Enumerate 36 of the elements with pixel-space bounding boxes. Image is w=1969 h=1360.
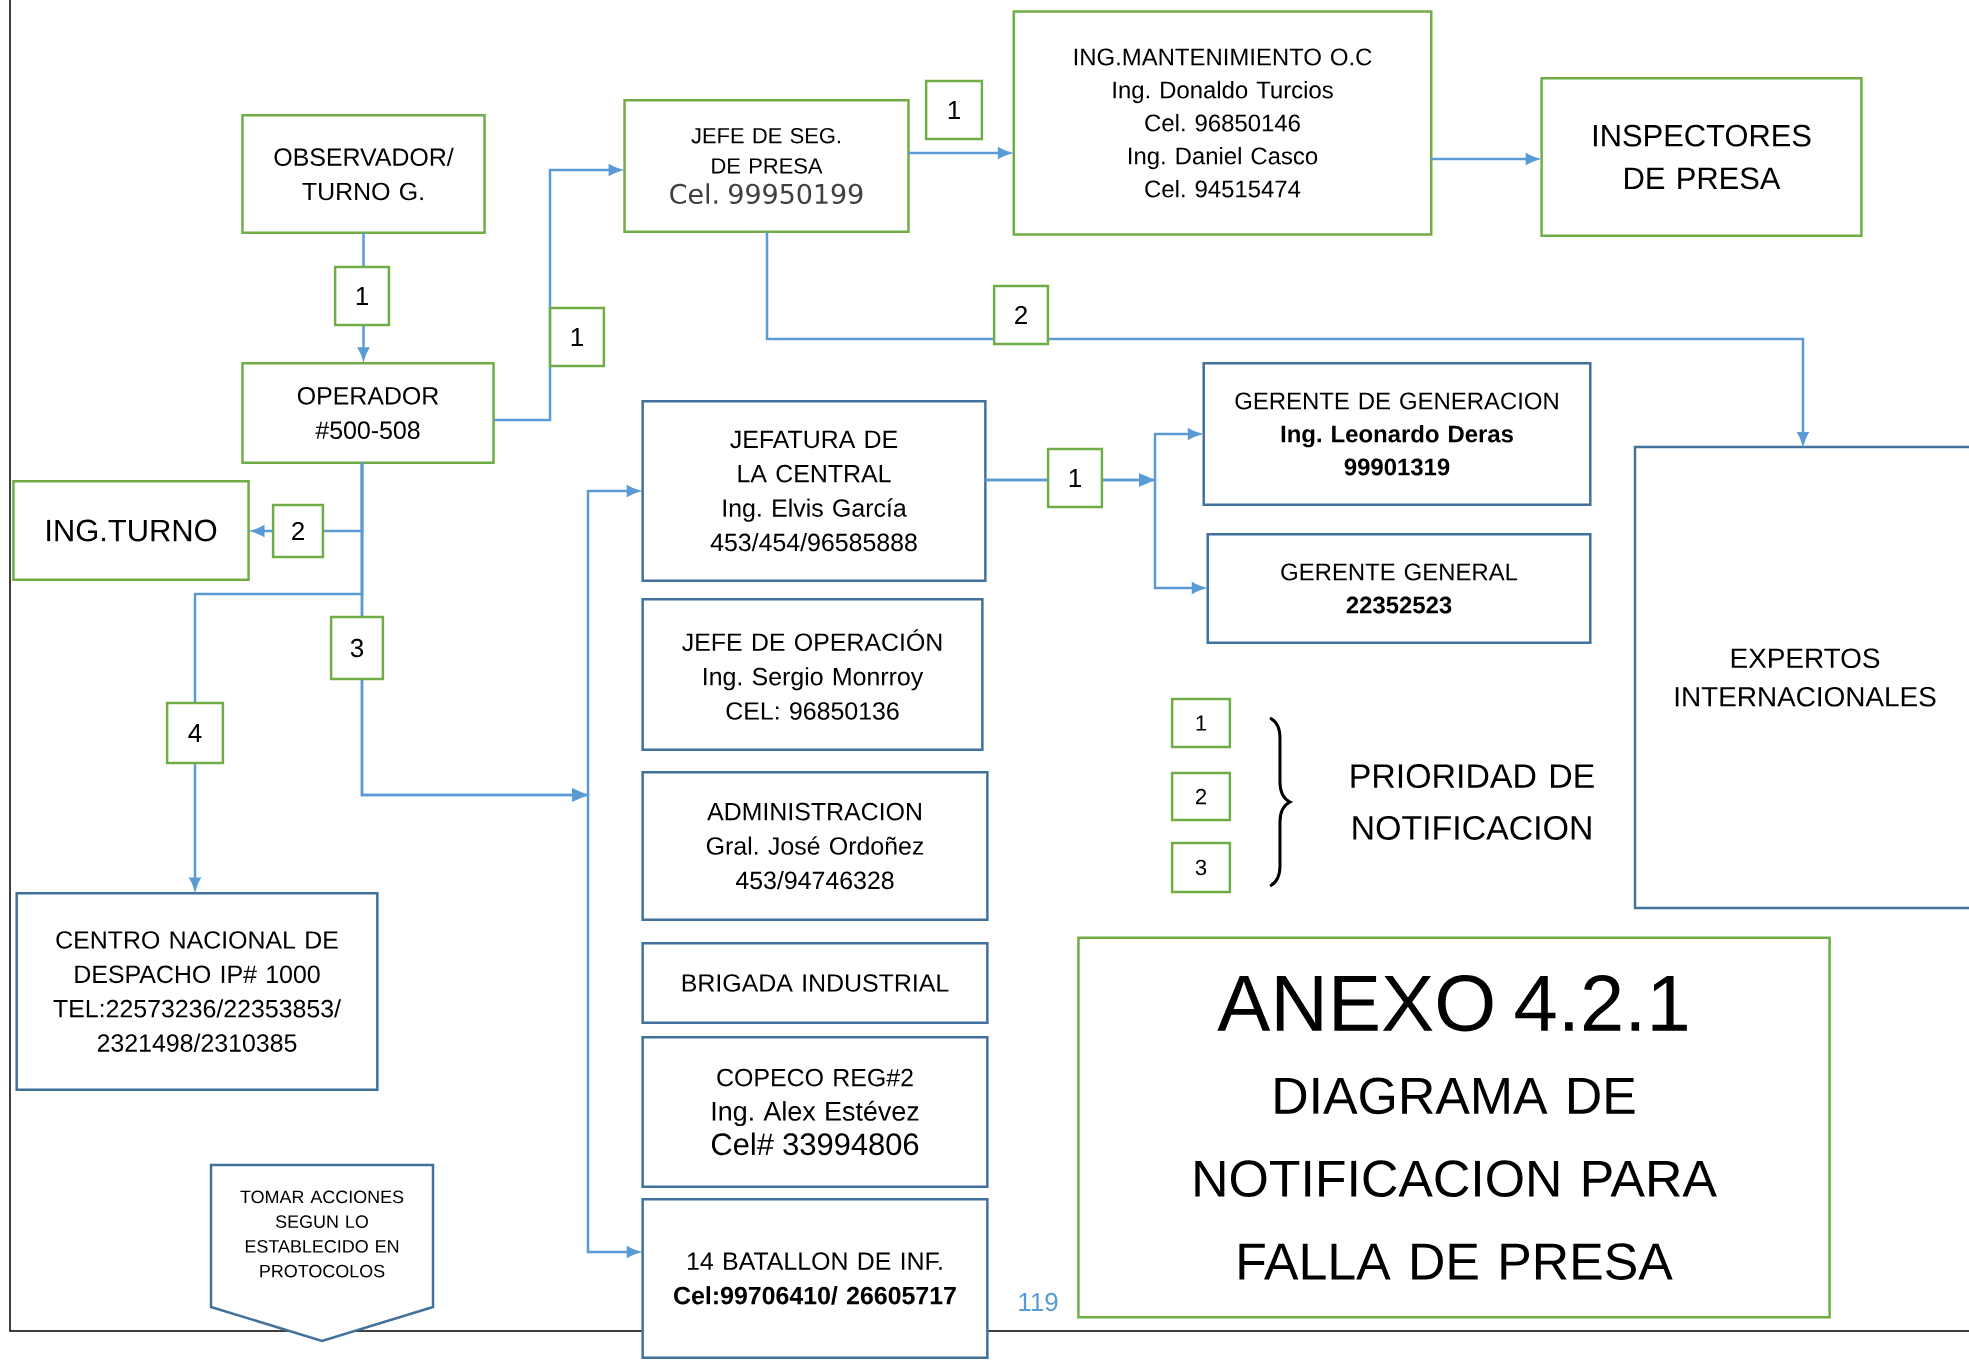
contact-box: ADMINISTRACION Gral. José Ordoñez 453/94746328 — [641, 771, 989, 921]
contact-box: COPECO REG#2 Ing. Alex Estévez Cel# 33994806 — [641, 1036, 989, 1188]
contact-box: BRIGADA INDUSTRIAL — [641, 941, 989, 1025]
arrow — [765, 231, 1809, 445]
edge-label: 2 — [992, 284, 1050, 346]
contact-box: ING.MANTENIMIENTO O.C Ing. Donaldo Turcios Cel. 96850146 Ing. Daniel Casco Cel. 94515474 — [1012, 10, 1433, 236]
contact-box: JEFE DE OPERACIÓN Ing. Sergio Monrroy CEL: 96850136 — [641, 598, 984, 751]
page-number: 119 — [1019, 1292, 1058, 1312]
contact-box: JEFE DE SEG. DE PRESA Cel. 99950199 — [623, 99, 910, 233]
arrow — [1431, 153, 1539, 165]
edge-label: 2 — [271, 503, 325, 559]
contact-box: 14 BATALLON DE INF. Cel:99706410/ 26605717 — [641, 1198, 989, 1359]
title-box: ANEXO 4.2.1 DIAGRAMA DE NOTIFICACION PARA FALLA DE PRESA — [1077, 936, 1831, 1319]
contact-box: GERENTE GENERAL 22352523 — [1206, 532, 1592, 645]
edge-label: 1 — [548, 306, 606, 368]
offpage-connector: TOMAR ACCIONES SEGUN LO ESTABLECIDO EN PROTOCOLOS — [209, 1163, 435, 1343]
process-box: OBSERVADOR/ TURNO G. — [241, 113, 486, 235]
contact-box: JEFATURA DE LA CENTRAL Ing. Elvis García 453/454/96585888 — [641, 400, 987, 582]
priority-number: 1 — [1170, 697, 1232, 749]
arrow — [908, 147, 1011, 159]
contact-box: OPERADOR #500-508 — [241, 361, 495, 465]
node-label: TOMAR ACCIONES SEGUN LO ESTABLECIDO EN PROTOCOLOS — [240, 1190, 404, 1278]
edge-label: 1 — [924, 79, 984, 141]
contact-box: GERENTE DE GENERACION Ing. Leonardo Deras 99901319 — [1202, 362, 1592, 506]
legend-title: PRIORIDAD DE NOTIFICACION — [1351, 764, 1594, 840]
contact-box: CENTRO NACIONAL DE DESPACHO IP# 1000 TEL:22573236/22353853/2321498/2310385 — [15, 892, 379, 1091]
edge-label: 3 — [329, 615, 385, 681]
edge-label: 1 — [1046, 447, 1104, 509]
process-box: ING.TURNO — [12, 479, 250, 582]
edge-label: 1 — [333, 265, 391, 327]
open-box: EXPERTOS INTERNACIONALES — [1633, 445, 1969, 910]
contact-box: INSPECTORES DE PRESA — [1540, 77, 1863, 237]
arrow — [360, 462, 640, 1258]
edge-label: 4 — [165, 701, 225, 765]
priority-number: 3 — [1170, 841, 1232, 894]
priority-number: 2 — [1170, 771, 1232, 822]
